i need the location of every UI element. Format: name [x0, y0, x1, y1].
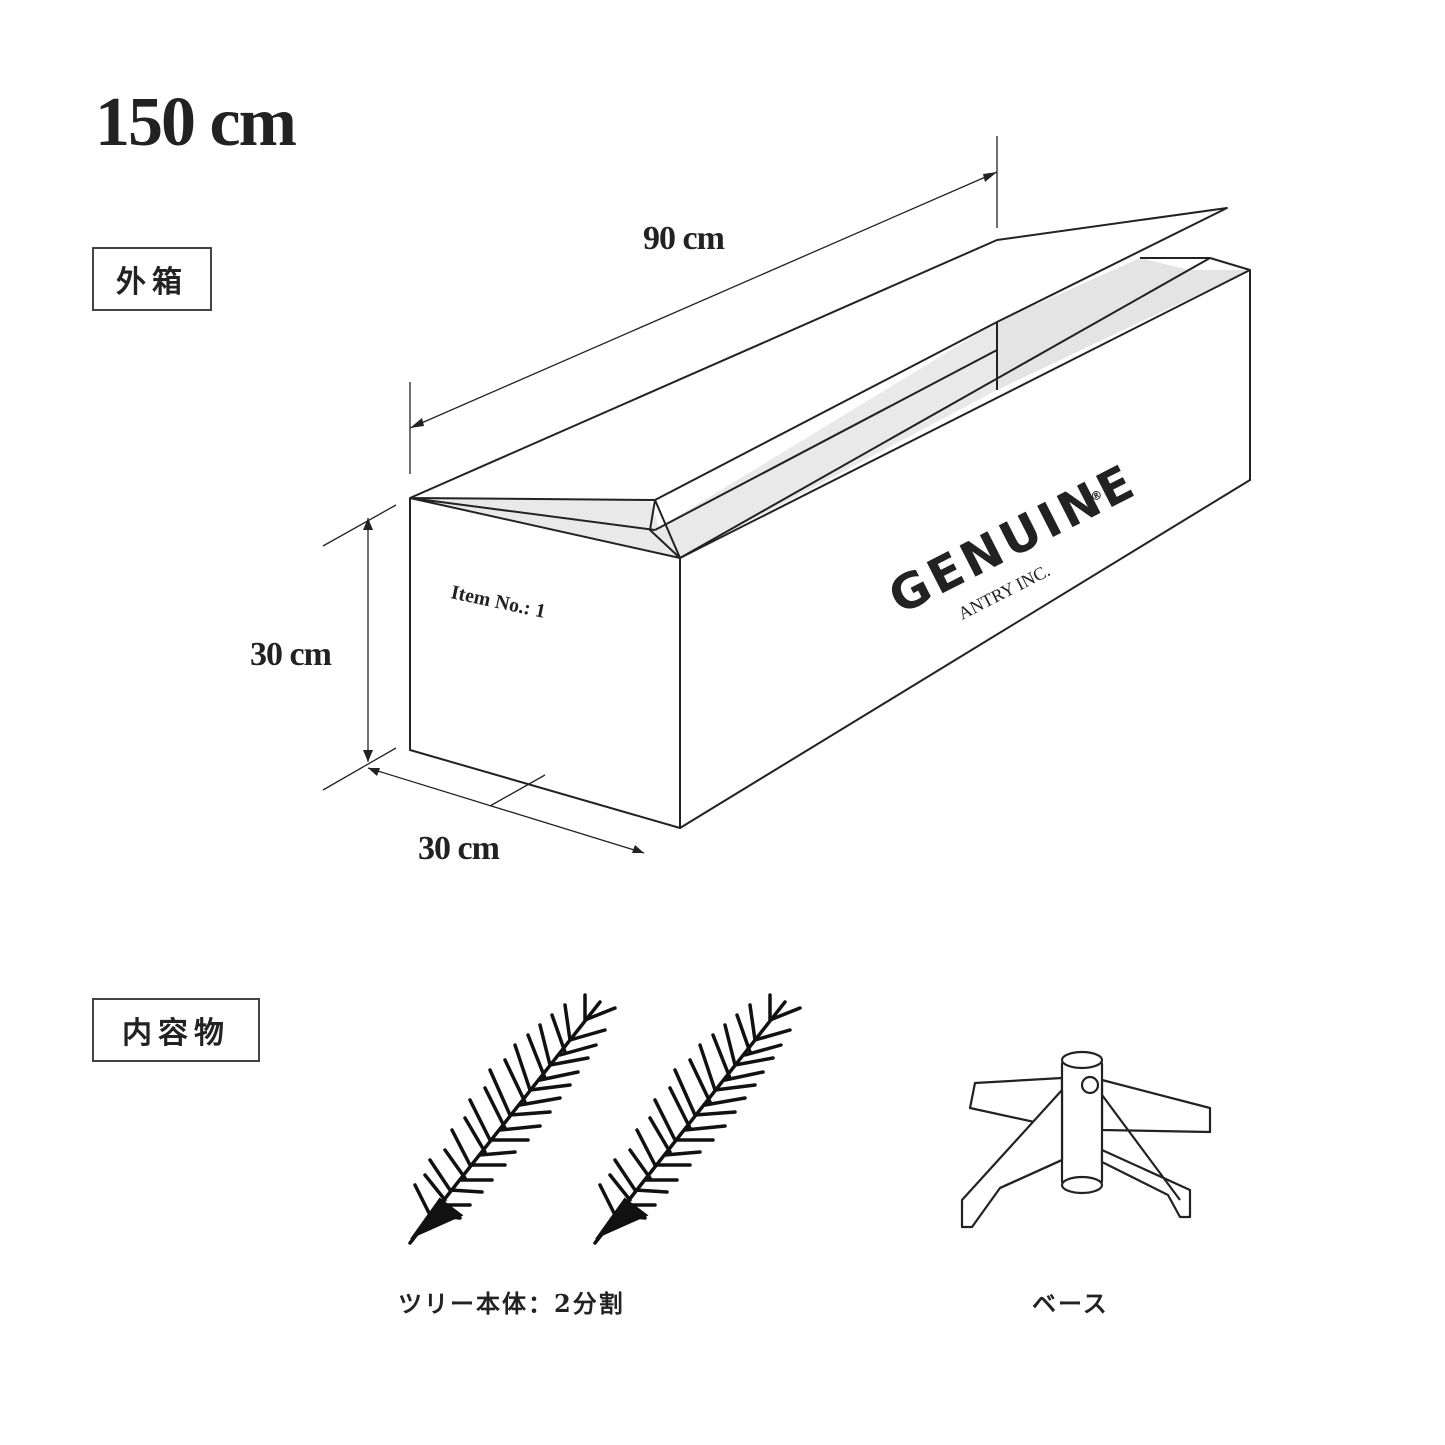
- box-top-rim: [409, 207, 1228, 501]
- tree-body-caption: ツリー本体：2分割: [398, 1289, 625, 1318]
- outer-box-label: 外箱: [92, 247, 212, 311]
- length-dimension-line: [409, 171, 998, 429]
- tree-section-icon: [408, 993, 802, 1245]
- length-label: 90 cm: [643, 220, 725, 257]
- brand-registered-mark: ®: [1088, 487, 1105, 505]
- box-side-face: [679, 269, 1251, 829]
- base-caption: ベース: [1032, 1289, 1109, 1318]
- page-title: 150 cm: [95, 84, 297, 161]
- depth-label: 30 cm: [418, 830, 500, 867]
- contents-label: 内容物: [92, 998, 260, 1062]
- tree-stand-icon: [960, 1050, 1212, 1229]
- height-label: 30 cm: [250, 636, 332, 673]
- box-inner-back-wall: [997, 258, 1250, 390]
- depth-dimension-line: [367, 767, 645, 854]
